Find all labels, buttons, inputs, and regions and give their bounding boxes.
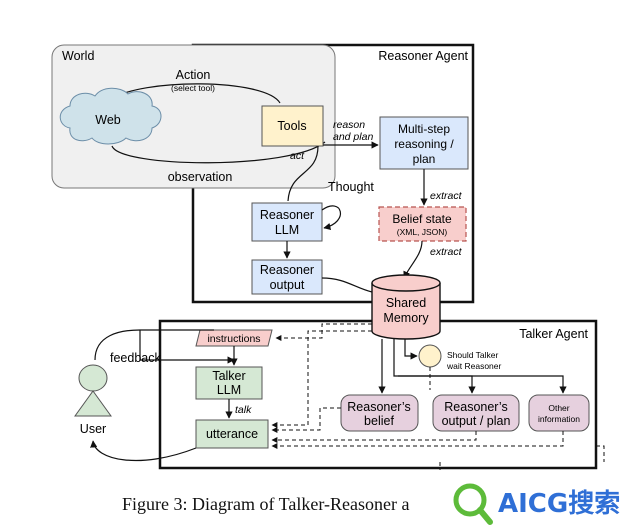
talker-llm-line2: LLM [217,383,241,397]
wait-utterance-dashed [272,367,564,446]
belief-utterance-dashed [271,407,341,433]
act-label: act [290,150,305,162]
reasoners-belief-box [340,394,419,432]
other-information-box [528,394,590,432]
wait-right-dashed [439,445,605,470]
extract-label-1: extract [430,190,463,202]
magnifier-logo-icon [453,483,493,525]
output-memory-link [321,277,373,293]
reasoner-llm-line1: Reasoner [260,208,314,222]
memory-branch-other [398,375,567,394]
user-figure [74,364,112,417]
utterance-label: utterance [206,427,258,441]
observation-label: observation [168,170,233,184]
should-talker-line2: wait Reasoner [446,361,502,371]
other-info-line1: Other [548,403,569,413]
watermark-text: AICG搜索 [498,489,620,519]
belief-state-label: Belief state [392,212,452,226]
world-box [51,44,336,189]
multistep-line2: reasoning / [394,137,454,151]
reasoners-belief-line2: belief [364,414,394,428]
web-label: Web [95,113,121,127]
reasoner-llm-line2: LLM [275,223,299,237]
multistep-line3: plan [413,152,436,166]
shared-memory-cylinder [371,274,441,340]
reasoner-llm-box [251,202,323,242]
action-label: Action [176,68,211,82]
feedback-label: feedback [110,351,161,365]
feedback-to-talker [139,330,235,364]
figure-caption-text: Figure 3: Diagram of Talker-Reasoner a [122,494,410,514]
shared-memory-line1: Shared [386,296,426,310]
tools-label: Tools [277,119,306,133]
utterance-box [195,419,269,449]
and-plan-label: and plan [333,131,373,143]
utterance-user-arrow [90,440,197,462]
user-label: User [80,422,106,436]
observation-arrow [111,141,326,164]
reasoners-output-line2: output / plan [442,414,511,428]
talker-llm-line1: Talker [212,369,245,383]
instructions-box [195,329,273,347]
extract-label-2: extract [430,246,463,258]
thought-loop [321,205,342,231]
belief-state-box [378,206,467,242]
shared-memory-line2: Memory [383,311,429,325]
world-label: World [62,49,94,63]
reason-label: reason [333,119,365,131]
tools-reasoner-link [287,145,319,202]
should-talker-wait-node [418,344,442,368]
talker-agent-label: Talker Agent [519,327,588,341]
memory-talker-dashed [271,330,372,428]
thought-label: Thought [328,180,374,194]
reasoner-output-box [251,259,323,295]
output-utterance-dashed [271,431,477,443]
talk-label: talk [235,404,252,416]
reasoner-output-line1: Reasoner [260,263,314,277]
web-cloud [59,87,162,145]
extract-arrow-2 [403,240,423,279]
reasoners-output-line1: Reasoner’s [444,400,507,414]
should-talker-line1: Should Talker [447,350,499,360]
reasoner-output-line2: output [270,278,305,292]
tools-box [261,105,324,147]
aicg-watermark: AICG搜索 [453,483,620,525]
other-info-line2: information [538,414,580,424]
multistep-reasoning-box [379,116,469,170]
belief-format-label: (XML, JSON) [397,227,448,237]
memory-wait-arrow [404,339,418,360]
multistep-line1: Multi-step [398,122,450,136]
instructions-label: instructions [207,333,260,345]
reasoners-belief-line1: Reasoner’s [347,400,410,414]
reasoner-agent-label: Reasoner Agent [378,49,468,63]
select-tool-label: (select tool) [171,83,215,93]
